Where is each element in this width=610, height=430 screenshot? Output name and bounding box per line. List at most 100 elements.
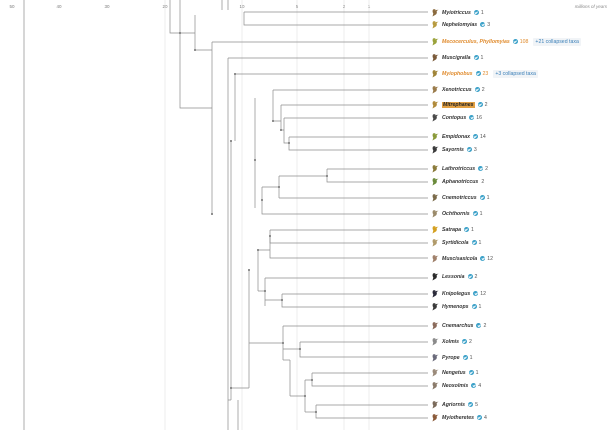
species-count: 108 [519, 38, 529, 45]
bird-icon [432, 338, 439, 346]
taxon-name[interactable]: Myiotheretes [442, 414, 474, 421]
bird-icon [432, 194, 439, 202]
taxon-name[interactable]: Myiotriccus [442, 9, 471, 16]
bird-icon [432, 178, 439, 186]
bird-icon [432, 303, 439, 311]
tick-30: 30 [104, 4, 110, 9]
bird-icon [432, 239, 439, 247]
taxon-name[interactable]: Lathrotriccus [442, 165, 476, 172]
taxon-neoxolmis2[interactable]: Neoxolmis 4 [431, 380, 481, 391]
taxon-name[interactable]: Hymenops [442, 303, 469, 310]
time-axis: 50 40 30 20 10 5 2 1 [9, 4, 370, 9]
taxon-name[interactable]: Lessonia [442, 273, 465, 280]
taxon-xolmis[interactable]: Xolmis 2 [431, 336, 472, 347]
taxon-name[interactable]: Cnemotriccus [442, 194, 477, 201]
taxon-name[interactable]: Ochthornis [442, 210, 470, 217]
taxon-contopus[interactable]: Contopus 16 [431, 112, 482, 123]
taxon-name[interactable]: Sayornis [442, 146, 464, 153]
taxon-name[interactable]: Mitrephanes [442, 101, 475, 108]
bird-icon [432, 38, 439, 46]
verified-check-icon [477, 415, 482, 420]
bird-icon [432, 70, 439, 78]
taxon-name[interactable]: Mecocerculus, Phyllomyias [442, 38, 510, 45]
species-count: 4 [478, 382, 482, 389]
bird-icon [432, 54, 439, 62]
taxon-name[interactable]: Knipolegus [442, 290, 471, 297]
species-count: 16 [476, 114, 482, 121]
bird-icon [432, 86, 439, 94]
taxon-neoxolmis[interactable]: Nengetus 1 [431, 367, 479, 378]
taxon-pyrope[interactable]: Pyrope 1 [431, 352, 472, 363]
taxon-name[interactable]: Muscigralla [442, 54, 471, 61]
taxon-name[interactable]: Myiophobus [442, 70, 473, 77]
bird-icon [432, 369, 439, 377]
verified-check-icon [472, 134, 478, 139]
taxon-lessonia[interactable]: Lessonia 2 [431, 271, 477, 282]
species-count: 1 [486, 194, 490, 201]
verified-check-icon [468, 402, 474, 407]
verified-check-icon [512, 39, 518, 44]
bird-icon [432, 9, 439, 17]
taxon-name[interactable]: Nephelomyias [442, 21, 478, 28]
tree-nodes [179, 32, 328, 413]
verified-check-icon [473, 291, 479, 296]
taxon-mecocerculus[interactable]: Mecocerculus, Phyllomyias 108 +21 collapse… [431, 36, 581, 47]
species-count: 2 [469, 338, 472, 345]
verified-check-icon [464, 227, 470, 232]
bird-icon [432, 290, 439, 298]
verified-check-icon [476, 323, 482, 328]
bird-icon [432, 226, 439, 234]
species-count: 14 [479, 133, 486, 140]
taxon-name[interactable]: Agriornis [442, 401, 466, 408]
species-count: 1 [475, 369, 479, 376]
verified-check-icon [469, 115, 475, 120]
taxon-name[interactable]: Pyrope [442, 354, 460, 361]
taxon-name[interactable]: Contopus [442, 114, 467, 121]
taxon-name[interactable]: Empidonax [442, 133, 470, 140]
collapsed-taxa-badge[interactable]: +21 collapsed taxa [533, 37, 581, 46]
taxon-empidonax[interactable]: Empidonax 14 [431, 131, 486, 142]
taxon-name[interactable]: Aphanotriccus [442, 178, 479, 185]
taxon-name[interactable]: Nengetus [442, 369, 466, 376]
bird-icon [432, 133, 439, 141]
taxon-name[interactable]: Xenotriccus [442, 86, 472, 93]
verified-check-icon [479, 195, 485, 200]
collapsed-taxa-badge[interactable]: +3 collapsed taxa [493, 69, 538, 78]
taxon-name[interactable]: Neoxolmis [442, 382, 469, 389]
species-count: 2 [474, 273, 478, 280]
verified-check-icon [467, 274, 473, 279]
species-count: 12 [480, 290, 487, 297]
taxon-name[interactable]: Syrtidicola [442, 239, 469, 246]
bird-icon [432, 382, 439, 390]
taxon-cnemotriccus[interactable]: Cnemotriccus 1 [431, 192, 489, 203]
bird-icon [432, 21, 439, 29]
taxon-name[interactable]: Satrapa [442, 226, 462, 233]
taxon-xenotriccus[interactable]: Xenotriccus 2 [431, 84, 485, 95]
bird-icon [432, 210, 439, 218]
verified-check-icon [471, 304, 477, 309]
species-count: 2 [481, 86, 485, 93]
species-count: 1 [469, 354, 473, 361]
taxon-name[interactable]: Muscisaxicola [442, 255, 478, 262]
taxon-name[interactable]: Cnemarchus [442, 322, 474, 329]
taxon-name[interactable]: Xolmis [442, 338, 460, 345]
tick-40: 40 [56, 4, 62, 9]
verified-check-icon [480, 256, 486, 261]
taxon-knipolegus[interactable]: Knipolegus 12 [431, 288, 486, 299]
